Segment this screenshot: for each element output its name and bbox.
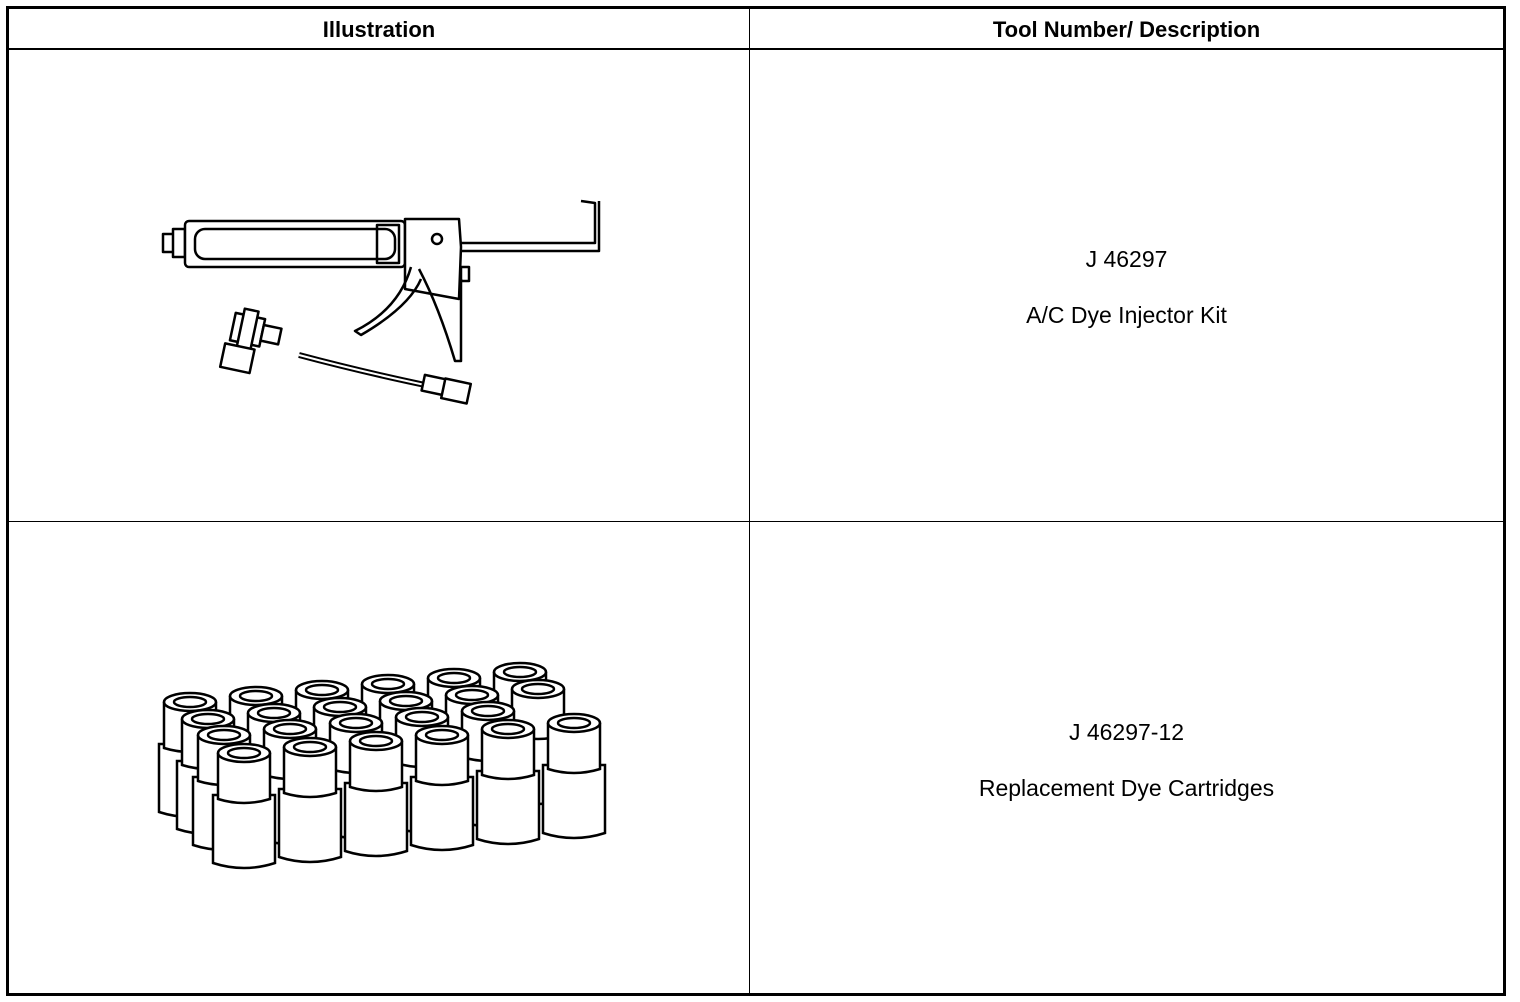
header-tool-description: Tool Number/ Description	[750, 9, 1503, 50]
dye-injector-gun-icon	[149, 189, 609, 414]
row1-description: J 46297 A/C Dye Injector Kit	[750, 231, 1503, 343]
tool-description: Replacement Dye Cartridges	[978, 775, 1275, 801]
tool-table: Illustration Tool Number/ Description	[6, 6, 1506, 996]
header-illustration: Illustration	[9, 9, 749, 50]
tool-number: J 46297	[1085, 246, 1168, 272]
dye-cartridges-icon	[149, 659, 619, 894]
tool-number: J 46297-12	[1068, 719, 1185, 745]
row2-description: J 46297-12 Replacement Dye Cartridges	[750, 704, 1503, 816]
column-divider	[749, 9, 750, 993]
tool-description: A/C Dye Injector Kit	[1026, 302, 1227, 328]
row-divider	[9, 521, 1503, 522]
